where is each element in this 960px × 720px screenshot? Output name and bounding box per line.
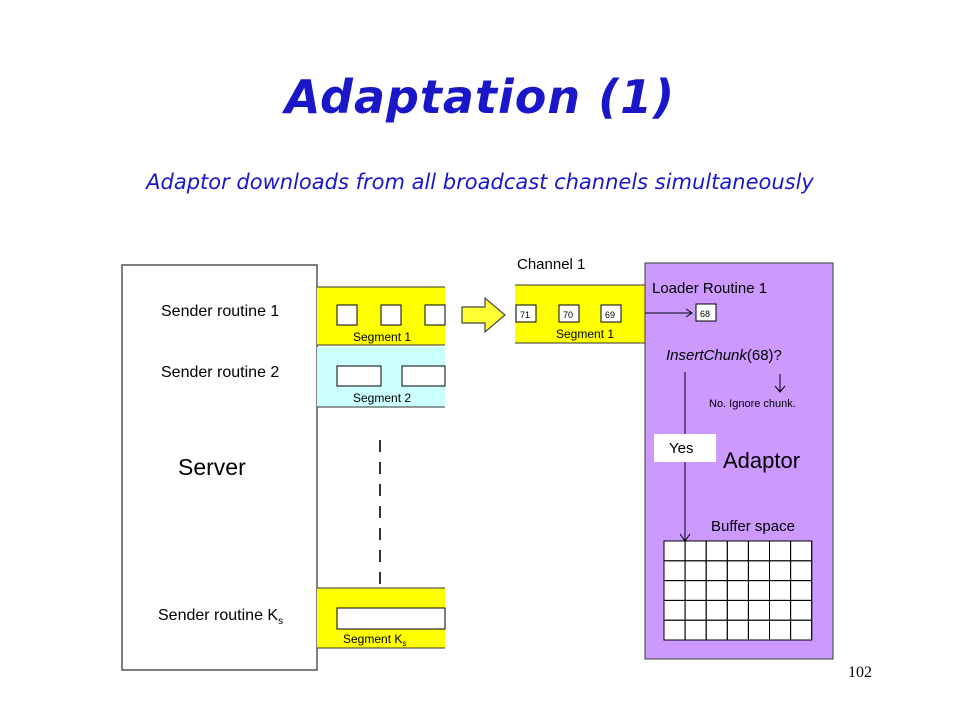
segment-1-chunk: [380, 304, 402, 326]
slide-title: Adaptation (1): [284, 70, 676, 124]
channel-chunk-70: [558, 304, 580, 323]
no-arrowhead-icon: [774, 385, 786, 393]
segment-1-label: Segment 1: [353, 330, 411, 344]
buffer-cell: [790, 619, 813, 641]
segment-k-chunk: [336, 607, 446, 630]
segment-k-subscript: s: [402, 639, 406, 648]
channel-chunk-71-label: 71: [520, 310, 530, 320]
yes-label-box: [654, 434, 716, 462]
channel-chunk-69: [600, 304, 622, 323]
segment-2-label: Segment 2: [353, 391, 411, 405]
channel-label: Channel 1: [517, 256, 585, 273]
channel-chunk-69-label: 69: [605, 310, 615, 320]
sender-routine-k-text: Sender routine K: [158, 607, 278, 624]
loader-routine-label: Loader Routine 1: [652, 280, 767, 297]
ignore-chunk-text: No. Ignore chunk.: [709, 398, 796, 410]
sender-routine-k-label: Sender routine Ks: [158, 607, 283, 627]
page-number: 102: [848, 664, 872, 681]
block-arrow-icon: [461, 296, 506, 334]
loaded-chunk-68: [695, 303, 717, 322]
segment-1-chunk: [424, 304, 446, 326]
buffer-space-label: Buffer space: [711, 518, 795, 535]
segment-k-text: Segment K: [343, 632, 402, 646]
segment-1-chunk: [336, 304, 358, 326]
slide-subtitle: Adaptor downloads from all broadcast cha…: [146, 170, 814, 194]
segment-2-chunk: [336, 365, 382, 387]
server-box: [121, 264, 318, 671]
sender-routine-1-label: Sender routine 1: [161, 303, 279, 320]
load-arrowhead-icon: [685, 308, 693, 318]
yes-label: Yes: [669, 440, 693, 457]
insert-chunk-fn: InsertChunk: [666, 347, 748, 364]
channel-chunk-71: [515, 304, 537, 323]
segment-2-chunk: [401, 365, 446, 387]
sender-routine-2-label: Sender routine 2: [161, 364, 279, 381]
channel-chunk-70-label: 70: [563, 310, 573, 320]
server-label: Server: [178, 454, 246, 480]
buffer-grid-background: [663, 540, 813, 641]
segment-k-label: Segment Ks: [343, 632, 406, 648]
insert-chunk-call: InsertChunk(68)?: [666, 347, 782, 364]
channel-band: [515, 285, 645, 343]
buffer-grid: [663, 540, 813, 641]
loaded-chunk-68-label: 68: [700, 309, 710, 319]
sender-routine-k-subscript: s: [278, 616, 283, 627]
insert-chunk-args: (68)?: [747, 347, 782, 364]
adaptor-label: Adaptor: [723, 448, 800, 473]
channel-segment-label: Segment 1: [556, 327, 614, 341]
